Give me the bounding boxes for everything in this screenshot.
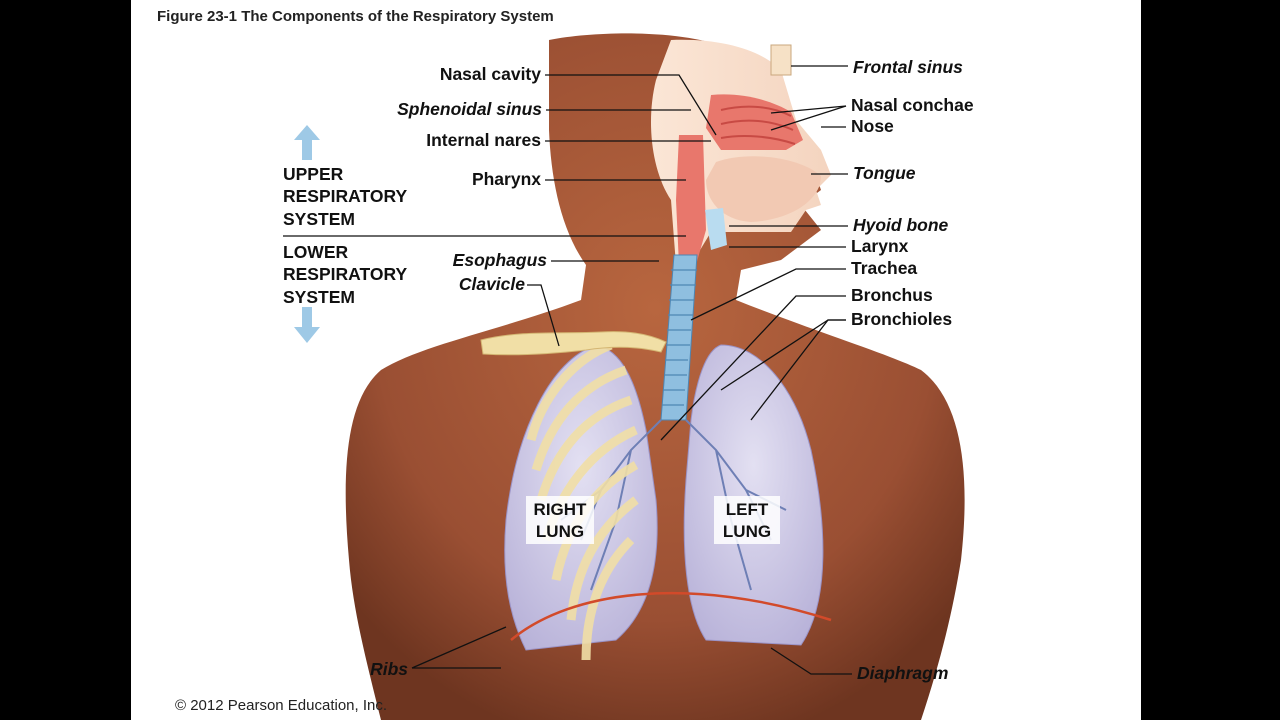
label-internal-nares: Internal nares [426, 130, 541, 150]
lower-system-line-3: SYSTEM [283, 287, 355, 307]
upper-arrow-icon [294, 125, 320, 160]
label-sphenoidal-sinus: Sphenoidal sinus [397, 99, 542, 119]
upper-system-line-2: RESPIRATORY [283, 186, 407, 206]
label-tongue: Tongue [853, 163, 916, 183]
figure-title: Figure 23-1 The Components of the Respir… [157, 8, 554, 25]
letterbox-left [0, 0, 131, 720]
label-bronchioles: Bronchioles [851, 309, 952, 329]
label-nose: Nose [851, 116, 894, 136]
label-frontal-sinus: Frontal sinus [853, 57, 963, 77]
pharynx-tissue [676, 135, 706, 265]
label-pharynx: Pharynx [472, 169, 541, 189]
left-lung-label-line-1: LEFT [726, 500, 769, 519]
left-lung-label-line-2: LUNG [723, 522, 771, 541]
figure-slide: Figure 23-1 The Components of the Respir… [131, 0, 1141, 720]
right-lung-label-line-1: RIGHT [534, 500, 588, 519]
label-nasal-conchae: Nasal conchae [851, 95, 974, 115]
label-hyoid-bone: Hyoid bone [853, 215, 949, 235]
upper-system-line-1: UPPER [283, 164, 344, 184]
frontal-sinus-tissue [771, 45, 791, 75]
label-larynx: Larynx [851, 236, 909, 256]
label-trachea: Trachea [851, 258, 917, 278]
respiratory-diagram: Figure 23-1 The Components of the Respir… [131, 0, 1141, 720]
label-ribs: Ribs [370, 659, 408, 679]
letterbox-right [1141, 0, 1280, 720]
upper-system-label: UPPER RESPIRATORY SYSTEM [283, 164, 407, 229]
label-diaphragm: Diaphragm [857, 663, 948, 683]
upper-system-line-3: SYSTEM [283, 209, 355, 229]
label-clavicle: Clavicle [459, 274, 525, 294]
label-esophagus: Esophagus [453, 250, 548, 270]
lower-system-label: LOWER RESPIRATORY SYSTEM [283, 242, 407, 307]
lower-system-line-2: RESPIRATORY [283, 264, 407, 284]
lower-arrow-icon [294, 307, 320, 343]
copyright-text: © 2012 Pearson Education, Inc. [175, 697, 387, 714]
label-bronchus: Bronchus [851, 285, 933, 305]
lower-system-line-1: LOWER [283, 242, 348, 262]
right-lung-label-line-2: LUNG [536, 522, 584, 541]
label-nasal-cavity: Nasal cavity [440, 64, 541, 84]
